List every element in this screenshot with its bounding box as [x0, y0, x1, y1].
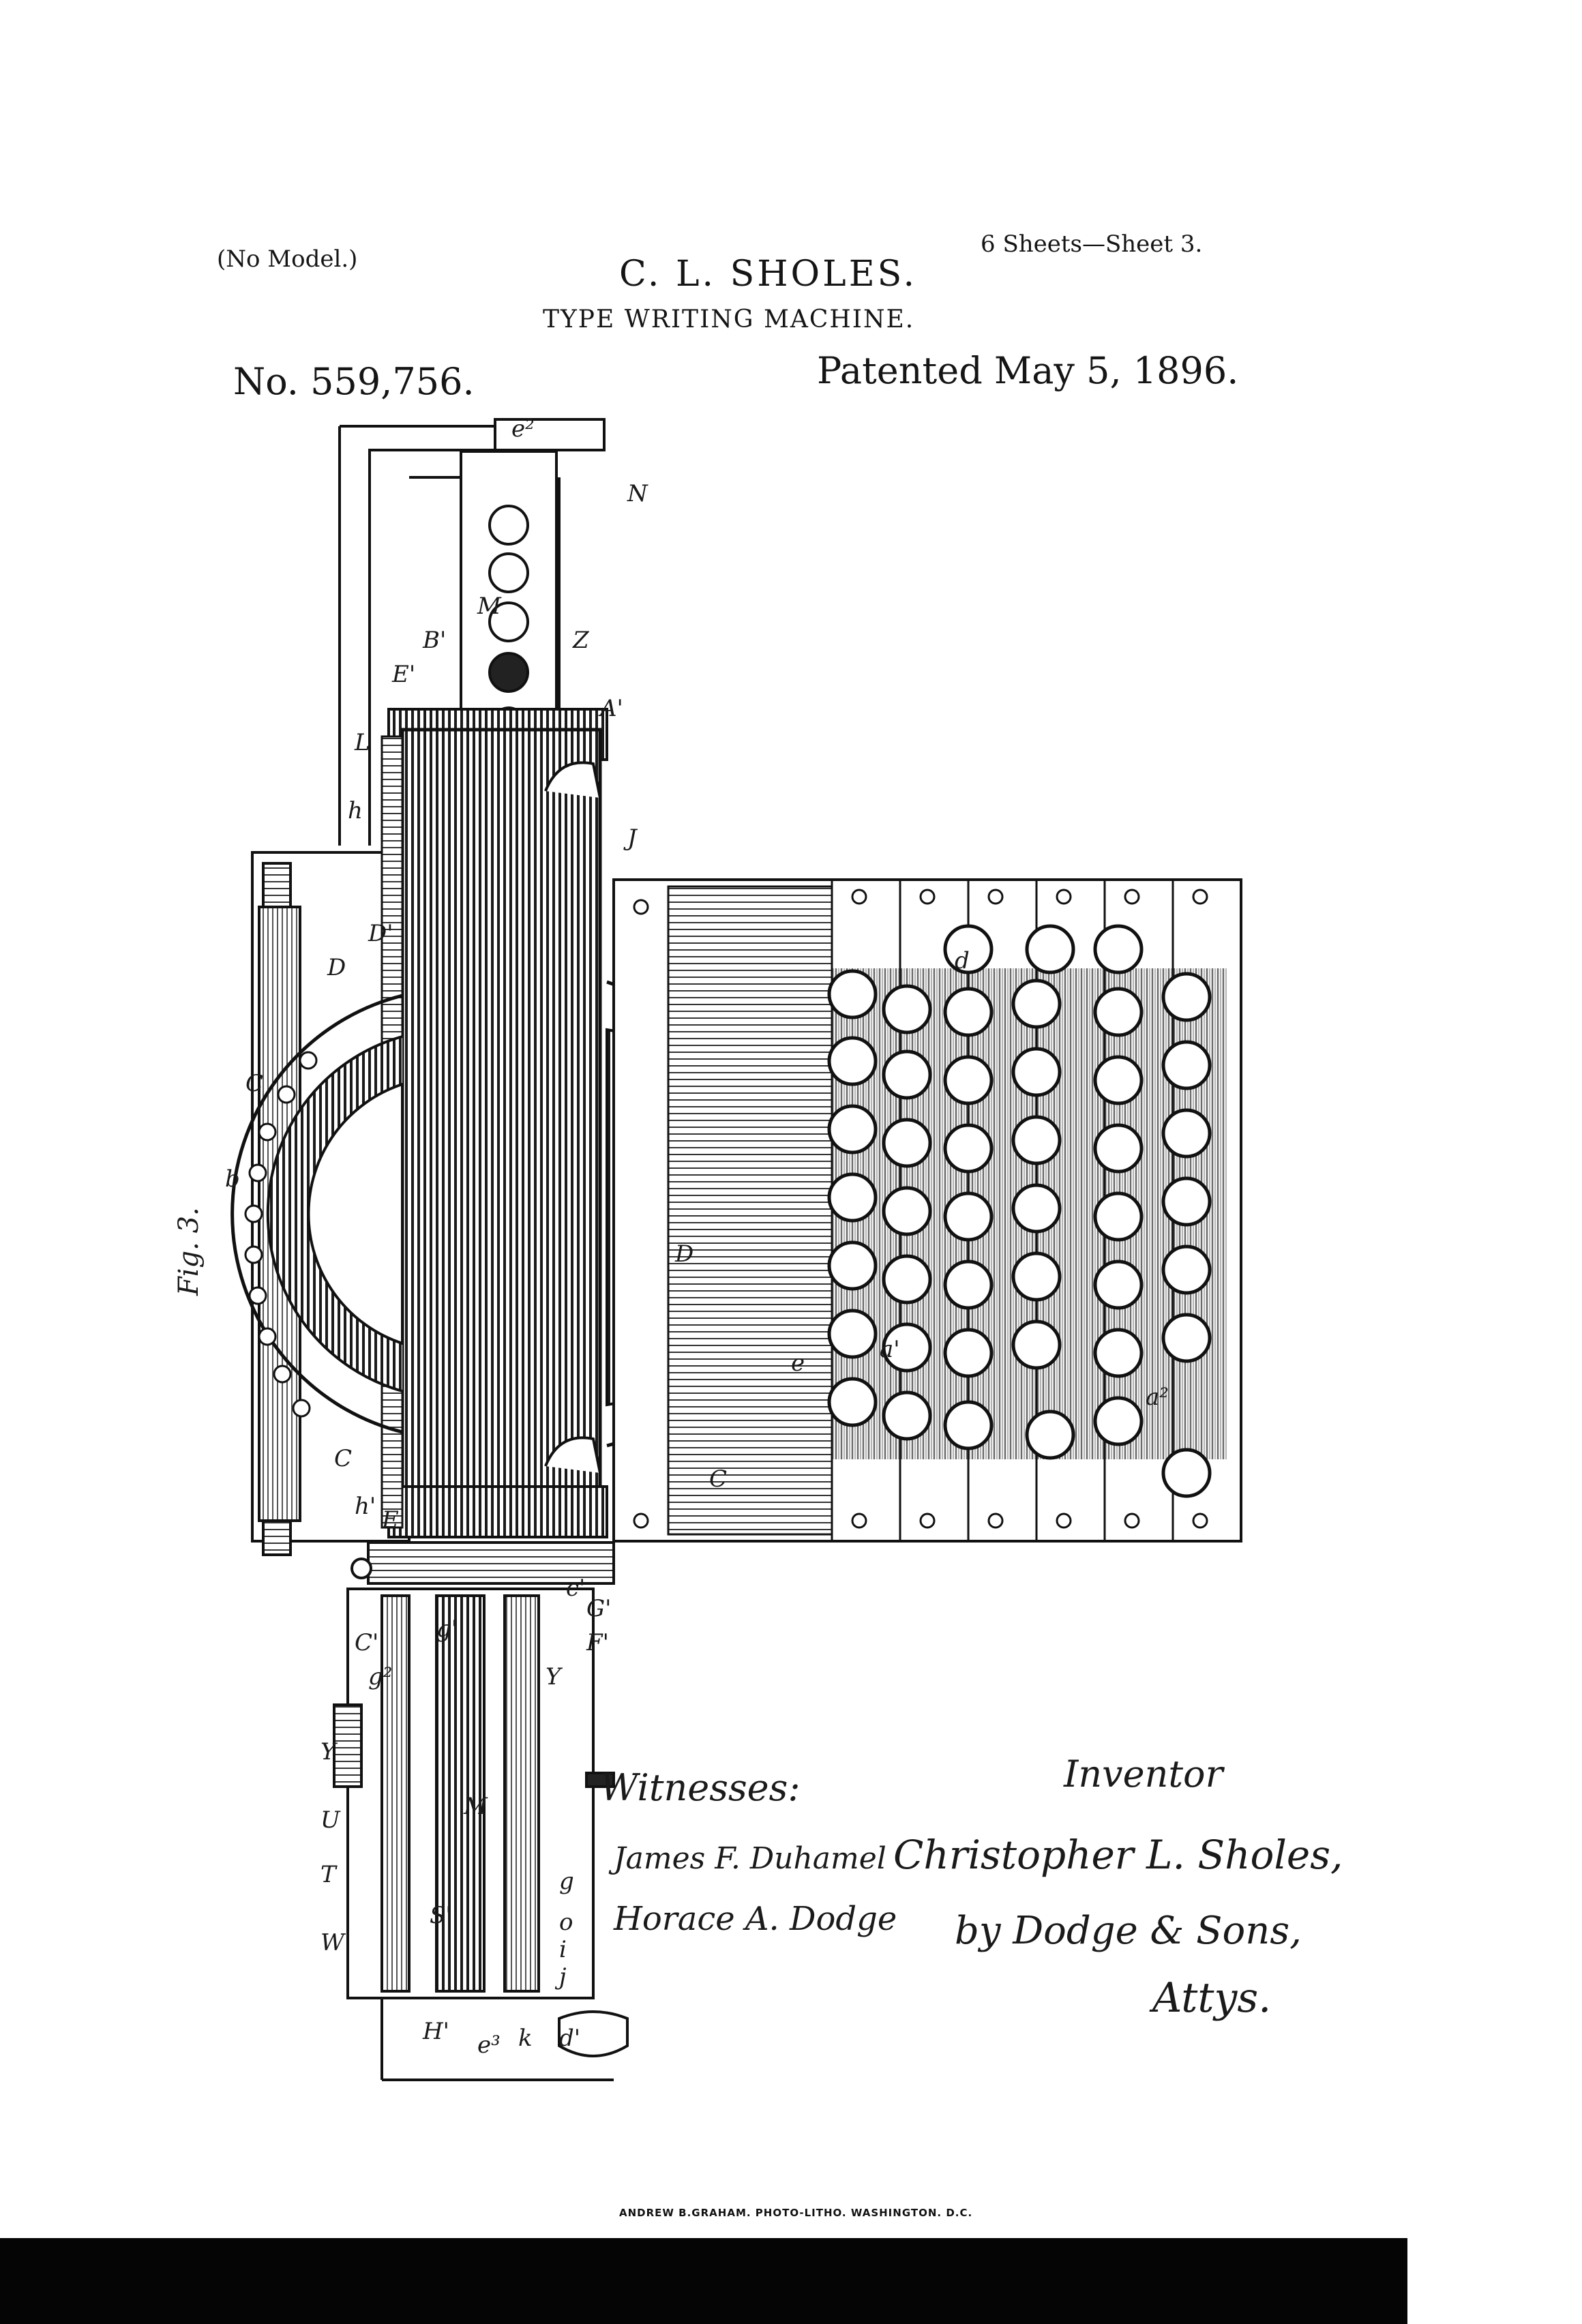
svg-text:J: J	[623, 824, 638, 852]
svg-text:d: d	[955, 947, 970, 974]
svg-text:h: h	[348, 797, 363, 824]
svg-text:E': E'	[391, 661, 415, 688]
svg-text:b: b	[225, 1165, 240, 1193]
svg-text:Y: Y	[546, 1663, 563, 1690]
svg-text:W: W	[320, 1929, 346, 1956]
svg-text:c': c'	[566, 1575, 585, 1602]
svg-text:a': a'	[880, 1336, 900, 1363]
svg-text:o: o	[559, 1909, 573, 1936]
svg-text:Z: Z	[572, 627, 590, 654]
witness-1-signature: James F. Duhamel	[608, 1841, 886, 1876]
svg-text:e: e	[791, 1350, 805, 1377]
platen-cylinder	[382, 709, 607, 1537]
svg-text:i: i	[559, 1936, 567, 1963]
svg-text:D: D	[327, 954, 346, 981]
inventor-label: Inventor	[1063, 1753, 1225, 1796]
svg-text:a²: a²	[1146, 1384, 1169, 1411]
svg-text:g: g	[559, 1868, 574, 1895]
svg-text:C': C'	[355, 1629, 378, 1656]
svg-text:S': S'	[430, 1902, 452, 1929]
svg-text:Y: Y	[320, 1738, 338, 1766]
attorney-signature: by Dodge & Sons,	[955, 1909, 1302, 1953]
svg-text:d': d'	[559, 2025, 580, 2052]
svg-text:G': G'	[586, 1595, 612, 1622]
svg-text:C: C	[334, 1445, 352, 1472]
svg-text:D: D	[674, 1240, 693, 1268]
svg-text:U: U	[320, 1806, 341, 1834]
svg-text:M: M	[463, 1793, 488, 1820]
svg-text:L: L	[354, 729, 370, 756]
svg-text:D': D'	[368, 920, 393, 947]
scan-border-bar	[0, 2238, 1407, 2324]
svg-text:e³: e³	[477, 2031, 501, 2059]
witness-2-signature: Horace A. Dodge	[613, 1900, 897, 1938]
inventor-signature: Christopher L. Sholes,	[893, 1832, 1343, 1878]
svg-text:N: N	[627, 480, 648, 507]
svg-text:e²: e²	[511, 415, 535, 443]
svg-text:C: C	[245, 1070, 263, 1097]
svg-text:B': B'	[422, 627, 446, 654]
svg-text:M: M	[477, 593, 502, 620]
svg-text:k: k	[518, 2025, 533, 2052]
svg-text:H': H'	[422, 2018, 449, 2045]
svg-text:j: j	[554, 1963, 567, 1991]
printer-credit: ANDREW B.GRAHAM. PHOTO-LITHO. WASHINGTON…	[619, 2207, 972, 2219]
svg-text:C: C	[709, 1465, 727, 1493]
svg-text:h': h'	[355, 1493, 376, 1520]
svg-text:g²: g²	[368, 1663, 392, 1690]
witnesses-label: Witnesses:	[600, 1766, 801, 1809]
svg-text:F': F'	[586, 1629, 609, 1656]
svg-text:A': A'	[598, 695, 623, 722]
figure-label: Fig. 3.	[173, 1207, 205, 1296]
svg-text:E: E	[381, 1506, 399, 1534]
svg-text:g': g'	[436, 1615, 458, 1643]
signature-block: Witnesses: Inventor James F. Duhamel Hor…	[600, 1753, 1343, 2022]
svg-text:T: T	[320, 1861, 338, 1888]
attys-label: Attys.	[1149, 1974, 1271, 2022]
